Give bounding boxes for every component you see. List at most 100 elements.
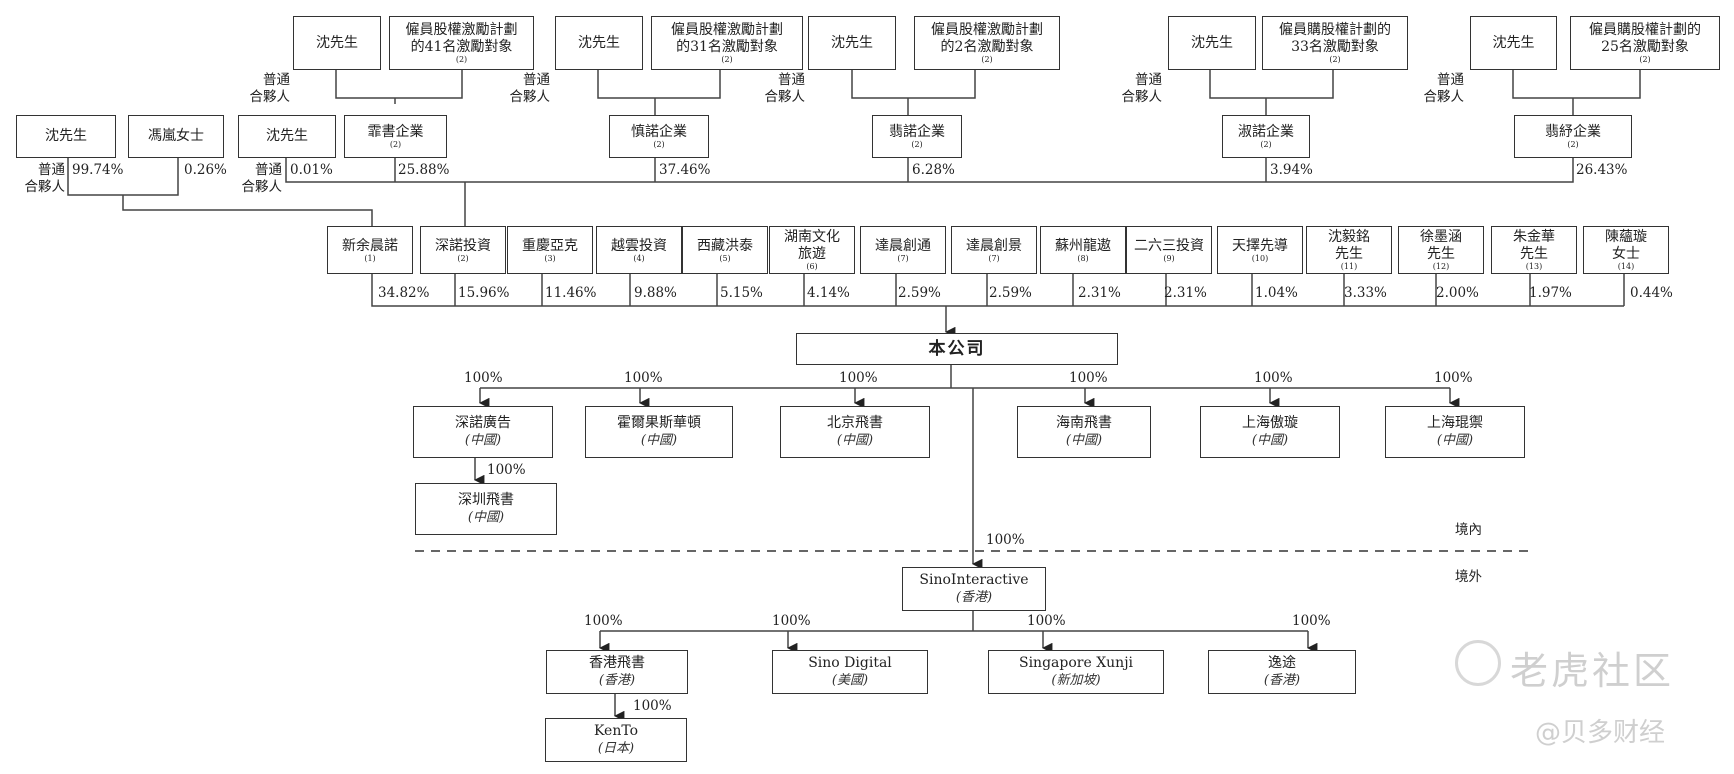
subsidiary-region: (新加坡)	[1051, 673, 1101, 688]
general-partner-box[interactable]: 沈先生	[808, 16, 896, 70]
ownership-pct: 2.59%	[898, 285, 941, 301]
ownership-pct: 15.96%	[458, 285, 510, 301]
partnership-entity-box[interactable]: 慎諾企業(2)	[609, 115, 709, 158]
box-text: 慎諾企業	[631, 124, 687, 140]
general-partner-box[interactable]: 沈先生	[1470, 16, 1557, 70]
incentive-plan-box[interactable]: 僱員股權激勵計劃 的2名激勵對象(2)	[914, 16, 1060, 70]
subsidiary-box[interactable]: 深圳飛書(中國)	[415, 483, 557, 535]
subsidiary-name: 深圳飛書	[458, 492, 514, 508]
box-text: 沈先生	[316, 34, 358, 51]
subsidiary-box[interactable]: Sino Digital(美國)	[772, 650, 928, 694]
incentive-plan-box[interactable]: 僱員購股權計劃的 25名激勵對象(2)	[1570, 16, 1720, 70]
ownership-pct: 100%	[487, 462, 526, 478]
ownership-pct: 100%	[1069, 370, 1108, 386]
shareholder-box[interactable]: 達晨創通(7)	[860, 226, 946, 274]
box-text: 徐墨涵 先生	[1420, 229, 1462, 262]
footnote-ref: (3)	[544, 253, 556, 263]
domestic-label: 境內	[1455, 522, 1482, 538]
subsidiary-box[interactable]: 香港飛書(香港)	[546, 650, 688, 694]
ownership-pct: 1.04%	[1255, 285, 1298, 301]
ownership-pct: 0.44%	[1630, 285, 1673, 301]
subsidiary-region: (香港)	[955, 590, 993, 605]
subsidiary-name: KenTo	[593, 723, 639, 739]
subsidiary-box[interactable]: 北京飛書(中國)	[780, 406, 930, 458]
company-box[interactable]: 本公司	[796, 333, 1118, 365]
subsidiary-box[interactable]: 上海傲璇(中國)	[1200, 406, 1340, 458]
subsidiary-box[interactable]: 霍爾果斯華頓(中國)	[585, 406, 733, 458]
shareholder-box[interactable]: 天擇先導(10)	[1217, 226, 1303, 274]
ownership-pct: 100%	[839, 370, 878, 386]
shareholder-box[interactable]: 二六三投資(9)	[1126, 226, 1212, 274]
shareholder-box[interactable]: 陳蘊璇 女士(14)	[1583, 226, 1669, 274]
partnership-entity-box[interactable]: 霏書企業(2)	[344, 115, 447, 158]
subsidiary-box[interactable]: 深諾廣告(中國)	[413, 406, 553, 458]
watermark-handle: @贝多财经	[1535, 718, 1666, 748]
box-text: 朱金華 先生	[1513, 229, 1555, 262]
shareholder-box[interactable]: 深諾投資(2)	[420, 226, 506, 274]
shareholder-box[interactable]: 西藏洪泰(5)	[682, 226, 768, 274]
footnote-ref: (14)	[1617, 262, 1635, 271]
holder-box[interactable]: 馮嵐女士	[128, 115, 224, 158]
box-text: 沈先生	[578, 34, 620, 51]
watermark-brand: 老虎社区	[1510, 649, 1675, 693]
ownership-pct: 100%	[1434, 370, 1473, 386]
shareholder-box[interactable]: 徐墨涵 先生(12)	[1398, 226, 1484, 274]
ownership-pct: 34.82%	[378, 285, 430, 301]
ownership-pct: 11.46%	[545, 285, 597, 301]
partnership-entity-box[interactable]: 淑諾企業(2)	[1222, 115, 1310, 158]
footnote-ref: (12)	[1432, 262, 1450, 271]
general-partner-label: 普通 合夥人	[509, 72, 551, 105]
shareholder-box[interactable]: 重慶亞克(3)	[507, 226, 593, 274]
box-text: 西藏洪泰	[697, 237, 753, 254]
general-partner-box[interactable]: 沈先生	[293, 16, 381, 70]
holder-box[interactable]: 沈先生	[16, 115, 116, 158]
footnote-ref: (13)	[1525, 262, 1543, 271]
subsidiary-box[interactable]: 上海琨禦(中國)	[1385, 406, 1525, 458]
shareholder-box[interactable]: 達晨創景(7)	[951, 226, 1037, 274]
incentive-plan-box[interactable]: 僱員股權激勵計劃 的31名激勵對象(2)	[651, 16, 803, 70]
shareholder-box[interactable]: 蘇州龍遨(8)	[1040, 226, 1126, 274]
ownership-pct: 3.94%	[1270, 162, 1313, 178]
subsidiary-box[interactable]: 海南飛書 (中國)	[1017, 406, 1151, 458]
shareholder-box[interactable]: 新余晨諾(1)	[327, 226, 413, 274]
ownership-pct: 5.15%	[720, 285, 763, 301]
box-text: 新余晨諾	[342, 237, 398, 254]
box-text: 二六三投資	[1134, 237, 1204, 254]
ownership-pct: 100%	[1254, 370, 1293, 386]
subsidiary-box[interactable]: Singapore Xunji(新加坡)	[988, 650, 1164, 694]
subsidiary-name: 上海傲璇	[1242, 415, 1298, 431]
subsidiary-name: 海南飛書	[1056, 415, 1112, 431]
subsidiary-box[interactable]: KenTo(日本)	[545, 718, 687, 762]
box-text: 沈先生	[831, 34, 873, 51]
shareholder-box[interactable]: 朱金華 先生(13)	[1491, 226, 1577, 274]
ownership-pct: 100%	[772, 613, 811, 629]
subsidiary-name: 霍爾果斯華頓	[617, 415, 701, 431]
holder-box[interactable]: 沈先生	[238, 115, 336, 158]
box-text: 越雲投資	[611, 237, 667, 254]
subsidiary-region: (香港)	[1263, 673, 1301, 688]
partnership-entity-box[interactable]: 翡諾企業(2)	[872, 115, 962, 158]
partnership-entity-box[interactable]: 翡紓企業(2)	[1514, 115, 1632, 158]
shareholder-box[interactable]: 沈毅銘 先生(11)	[1306, 226, 1392, 274]
incentive-plan-box[interactable]: 僱員股權激勵計劃 的41名激勵對象(2)	[389, 16, 534, 70]
box-text: 僱員購股權計劃的 33名激勵對象	[1279, 22, 1391, 55]
box-text: 達晨創通	[875, 237, 931, 254]
box-text: 翡紓企業	[1545, 124, 1601, 140]
footnote-ref: (7)	[897, 253, 909, 263]
box-text: 沈先生	[1492, 34, 1535, 51]
footnote-ref: (2)	[721, 55, 733, 64]
subsidiary-box[interactable]: 逸途(香港)	[1208, 650, 1356, 694]
ownership-pct: 4.14%	[807, 285, 850, 301]
shareholder-box[interactable]: 湖南文化 旅遊(6)	[769, 226, 855, 274]
footnote-ref: (2)	[455, 55, 468, 64]
footnote-ref: (11)	[1340, 262, 1358, 271]
ownership-pct: 0.26%	[184, 162, 227, 178]
hk-holding-box[interactable]: SinoInteractive(香港)	[902, 567, 1046, 611]
shareholder-box[interactable]: 越雲投資(4)	[596, 226, 682, 274]
footnote-ref: (10)	[1251, 253, 1269, 263]
general-partner-box[interactable]: 沈先生	[555, 16, 643, 70]
subsidiary-region: (中國)	[1065, 433, 1103, 448]
ownership-pct: 26.43%	[1576, 162, 1628, 178]
incentive-plan-box[interactable]: 僱員購股權計劃的 33名激勵對象(2)	[1262, 16, 1408, 70]
general-partner-box[interactable]: 沈先生	[1168, 16, 1256, 70]
